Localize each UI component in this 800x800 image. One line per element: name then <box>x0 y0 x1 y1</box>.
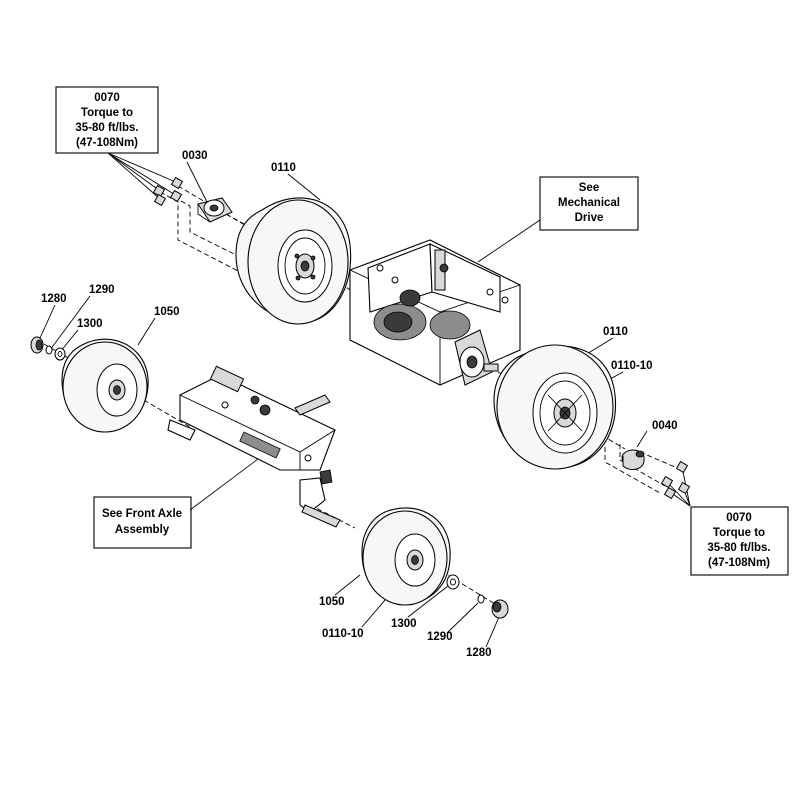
bolt-set-top <box>152 176 184 207</box>
mechanical-drive-line2: Mechanical <box>558 197 620 209</box>
bolt-icon <box>660 475 674 489</box>
torque-bottom-part: 0070 <box>726 512 752 524</box>
label-1300-bottom: 1300 <box>391 618 417 630</box>
washer-1300-left <box>54 347 66 361</box>
cap-1280-left <box>30 336 44 354</box>
hub-cap-0040 <box>621 449 645 470</box>
torque-bottom-line2: Torque to <box>713 527 765 539</box>
bolt-set-bottom <box>660 460 691 500</box>
label-1290-left: 1290 <box>89 284 115 296</box>
bolt-icon <box>677 481 691 495</box>
wheel-rear-right <box>493 344 617 470</box>
torque-top-part: 0070 <box>94 92 120 104</box>
hub-adapter-0030 <box>197 197 233 223</box>
mechanical-drive-callout: See Mechanical Drive <box>539 176 639 231</box>
bolt-icon <box>153 193 167 207</box>
wheel-rear-left <box>235 197 352 325</box>
label-0110-top: 0110 <box>271 162 296 174</box>
bolt-icon <box>152 184 166 198</box>
label-0110-right: 0110 <box>603 326 628 338</box>
label-1050-left: 1050 <box>154 306 180 318</box>
ring-1290-left <box>45 345 53 355</box>
cap-1280-bottom <box>491 599 509 619</box>
torque-callout-top: 0070 Torque to 35-80 ft/lbs. (47-108Nm) <box>55 86 159 154</box>
bolt-icon <box>675 460 689 474</box>
wheel-front-left <box>61 338 149 433</box>
label-1050-bottom: 1050 <box>319 596 345 608</box>
label-0110-10-right: 0110-10 <box>611 360 653 372</box>
label-0030: 0030 <box>182 150 208 162</box>
mechanical-drive-frame <box>349 239 521 386</box>
bolt-icon <box>169 189 183 203</box>
washer-1300-bottom <box>446 574 460 590</box>
front-axle-assembly <box>167 365 341 528</box>
torque-top-line3: 35-80 ft/lbs. <box>75 122 138 134</box>
bolt-icon <box>663 486 677 500</box>
torque-callout-bottom: 0070 Torque to 35-80 ft/lbs. (47-108Nm) <box>690 506 789 576</box>
torque-bottom-line4: (47-108Nm) <box>708 557 770 569</box>
label-1300-left: 1300 <box>77 318 103 330</box>
ring-1290-bottom <box>477 594 485 604</box>
mechanical-drive-line3: Drive <box>575 212 604 224</box>
label-0040: 0040 <box>652 420 678 432</box>
wheel-front-right <box>361 507 451 606</box>
label-0110-10-bottom: 0110-10 <box>322 628 364 640</box>
label-1280-bottom: 1280 <box>466 647 492 659</box>
label-1280-left: 1280 <box>41 293 67 305</box>
part-labels: 0030 0110 0110 0110-10 0040 1280 1290 13… <box>41 150 678 659</box>
label-1290-bottom: 1290 <box>427 631 453 643</box>
torque-bottom-line3: 35-80 ft/lbs. <box>707 542 770 554</box>
bolt-icon <box>170 176 184 190</box>
front-axle-line2: Assembly <box>115 524 170 536</box>
mechanical-drive-line1: See <box>579 182 599 194</box>
front-axle-callout: See Front Axle Assembly <box>93 496 192 549</box>
torque-top-line2: Torque to <box>81 107 133 119</box>
torque-top-line4: (47-108Nm) <box>76 137 138 149</box>
front-axle-line1: See Front Axle <box>102 508 182 520</box>
